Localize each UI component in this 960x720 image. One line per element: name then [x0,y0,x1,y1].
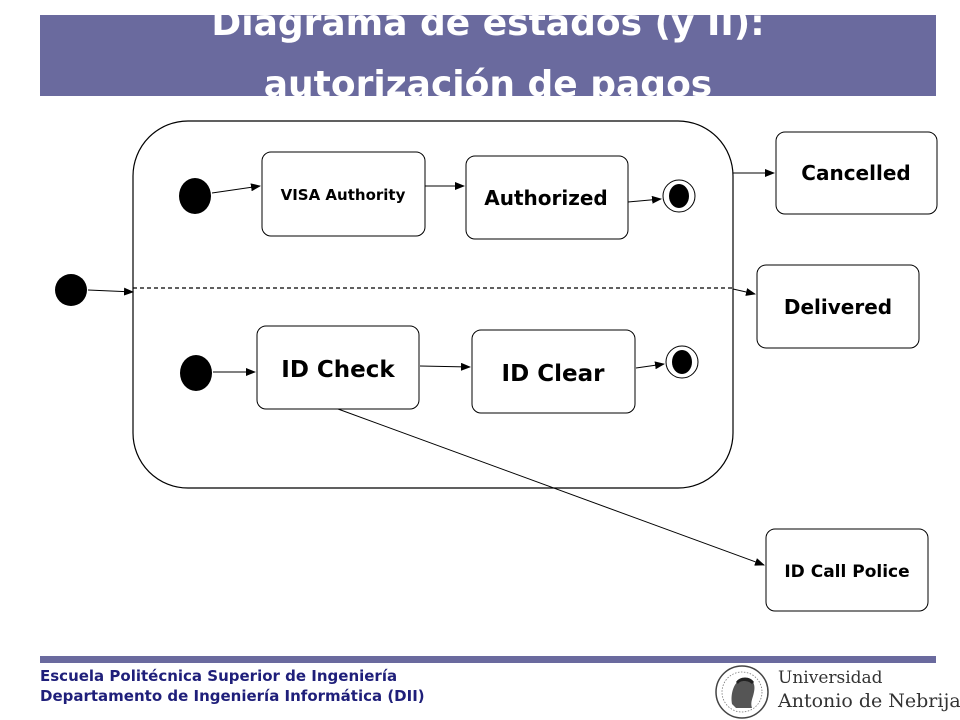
state-authorized: Authorized [465,155,629,240]
page-title-line-2: autorización de pagos [263,64,713,96]
composite-state-payment-authorization [132,120,734,489]
transition-outer-initial-to-composite [87,287,134,296]
university-logo: Universidad Antonio de Nebrija [712,664,960,720]
state-label-id-call-police: ID Call Police [784,562,909,582]
state-id-clear: ID Clear [471,329,636,414]
state-label-id-clear: ID Clear [502,361,606,387]
state-label-delivered: Delivered [784,295,892,319]
footer-department-name: Departamento de Ingeniería Informática (… [40,687,425,705]
state-label-cancelled: Cancelled [801,161,910,185]
transition-initial-to-visa-authority [211,183,261,194]
outer-initial-state [55,274,87,306]
transition-composite-to-delivered [732,288,756,296]
title-bar: Diagrama de estados (y II): autorización… [40,15,936,96]
transition-id-check-to-id-call-police [337,408,765,566]
transition-id-check-to-id-clear [419,362,471,371]
transition-id-clear-to-final [635,361,665,370]
upper-initial-state [179,178,211,214]
state-label-visa-authority: VISA Authority [281,186,406,204]
lower-initial-state [180,355,212,391]
logo-university-name: Antonio de Nebrija [778,690,960,712]
state-cancelled: Cancelled [775,131,938,215]
footer-divider [40,656,936,663]
state-visa-authority: VISA Authority [261,151,426,237]
state-label-authorized: Authorized [484,186,608,210]
lower-final-state [665,345,699,379]
transition-authorized-to-final [627,195,662,204]
university-seal-icon [715,665,769,719]
state-id-call-police: ID Call Police [765,528,929,612]
state-label-id-check: ID Check [281,357,395,383]
state-id-check: ID Check [256,325,420,410]
state-delivered: Delivered [756,264,920,349]
footer-school-name: Escuela Politécnica Superior de Ingenier… [40,667,398,685]
page-title-line-1: Diagrama de estados (y II): [211,15,765,44]
upper-final-state [662,179,696,213]
logo-university-word: Universidad [778,668,883,688]
